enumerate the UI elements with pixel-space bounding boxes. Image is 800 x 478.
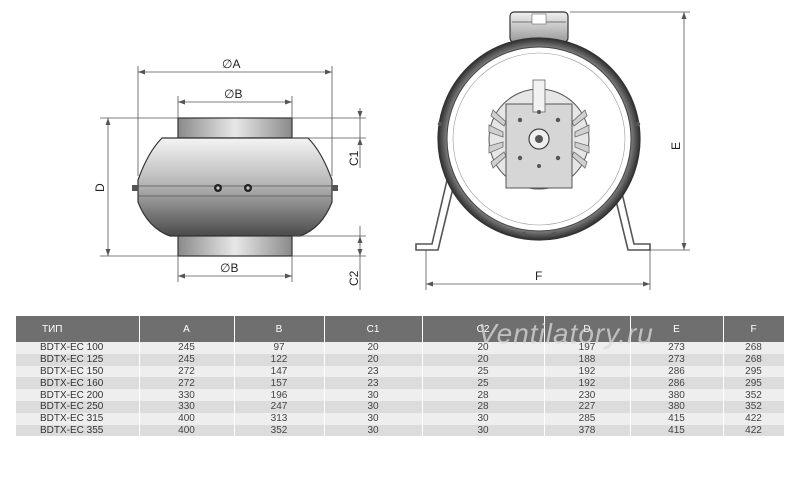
cell-d: 192	[544, 377, 631, 390]
cell-c1: 23	[324, 377, 423, 390]
label-dim-b-top: ∅B	[224, 87, 242, 101]
cell-a: 245	[139, 342, 235, 354]
cell-c2: 25	[422, 377, 545, 390]
cell-type: BDTX-EC 355	[16, 424, 140, 437]
cell-type: BDTX-EC 315	[16, 412, 140, 425]
table-row: BDTX-EC 250 330 247 30 28 227 380 352	[16, 400, 785, 413]
table-row: BDTX-EC 150 272 147 23 25 192 286 295	[16, 365, 785, 378]
cell-b: 247	[234, 400, 325, 413]
cell-e: 273	[630, 353, 724, 366]
cell-c2: 28	[422, 400, 545, 413]
cell-type: BDTX-EC 150	[16, 365, 140, 378]
table-header-row: ТИП A B C1 C2 D E F	[16, 316, 785, 342]
cell-c2: 30	[422, 424, 545, 437]
table-row: BDTX-EC 315 400 313 30 30 285 415 422	[16, 412, 785, 425]
label-dim-d: D	[93, 183, 107, 192]
table-row: BDTX-EC 160 272 157 23 25 192 286 295	[16, 377, 785, 390]
cell-d: 227	[544, 400, 631, 413]
cell-b: 147	[234, 365, 325, 378]
header-type: ТИП	[16, 316, 140, 342]
cell-a: 272	[139, 365, 235, 378]
cell-a: 400	[139, 424, 235, 437]
fan-body	[137, 137, 333, 237]
cell-type: BDTX-EC 160	[16, 377, 140, 390]
cell-a: 400	[139, 412, 235, 425]
cell-b: 352	[234, 424, 325, 437]
cell-f: 422	[723, 424, 785, 437]
side-view: ∅A ∅B C1 D C2 ∅B	[93, 57, 366, 290]
cell-c1: 23	[324, 365, 423, 378]
table-row: BDTX-EC 355 400 352 30 30 378 415 422	[16, 424, 785, 437]
cell-f: 295	[723, 377, 785, 390]
cell-type: BDTX-EC 125	[16, 353, 140, 366]
cell-b: 313	[234, 412, 325, 425]
header-d: D	[544, 316, 631, 342]
cell-f: 268	[723, 342, 785, 354]
cell-c2: 20	[422, 342, 545, 354]
cell-b: 122	[234, 353, 325, 366]
label-dim-a: ∅A	[222, 57, 240, 71]
header-c2: C2	[422, 316, 545, 342]
label-dim-e: E	[669, 142, 683, 150]
label-dim-c2: C2	[347, 270, 361, 286]
cell-b: 196	[234, 389, 325, 401]
cell-b: 97	[234, 342, 325, 354]
table-row: BDTX-EC 125 245 122 20 20 188 273 268	[16, 353, 785, 366]
cell-c2: 20	[422, 353, 545, 366]
front-view: E F	[415, 11, 690, 290]
cell-b: 157	[234, 377, 325, 390]
mounting-bracket	[415, 175, 455, 251]
cell-e: 273	[630, 342, 724, 354]
table-row: BDTX-EC 200 330 196 30 28 230 380 352	[16, 389, 785, 401]
cell-c2: 28	[422, 389, 545, 401]
label-dim-c1: C1	[347, 150, 361, 166]
cell-type: BDTX-EC 200	[16, 389, 140, 401]
cell-d: 230	[544, 389, 631, 401]
specifications-table: ТИП A B C1 C2 D E F BDTX-EC 100 245 97 2…	[16, 316, 785, 437]
cell-c1: 30	[324, 412, 423, 425]
cell-type: BDTX-EC 250	[16, 400, 140, 413]
cell-f: 295	[723, 365, 785, 378]
header-c1: C1	[324, 316, 423, 342]
cell-c1: 30	[324, 389, 423, 401]
cell-a: 245	[139, 353, 235, 366]
label-dim-f: F	[535, 269, 542, 283]
header-f: F	[723, 316, 785, 342]
cell-e: 415	[630, 412, 724, 425]
cell-f: 352	[723, 389, 785, 401]
cell-c1: 20	[324, 353, 423, 366]
label-dim-b-bottom: ∅B	[220, 261, 238, 275]
technical-drawing: ∅A ∅B C1 D C2 ∅B	[93, 11, 690, 290]
cell-c1: 30	[324, 400, 423, 413]
cell-c1: 20	[324, 342, 423, 354]
cell-f: 352	[723, 400, 785, 413]
cell-d: 285	[544, 412, 631, 425]
cell-c2: 30	[422, 412, 545, 425]
cell-a: 330	[139, 389, 235, 401]
cell-e: 415	[630, 424, 724, 437]
cell-e: 286	[630, 377, 724, 390]
header-b: B	[234, 316, 325, 342]
cell-f: 422	[723, 412, 785, 425]
cell-d: 188	[544, 353, 631, 366]
cell-a: 272	[139, 377, 235, 390]
table-row: BDTX-EC 100 245 97 20 20 197 273 268	[16, 342, 785, 354]
top-collar	[177, 117, 293, 139]
cell-e: 380	[630, 400, 724, 413]
cell-a: 330	[139, 400, 235, 413]
cell-c1: 30	[324, 424, 423, 437]
cell-e: 380	[630, 389, 724, 401]
cell-f: 268	[723, 353, 785, 366]
cell-d: 192	[544, 365, 631, 378]
bottom-collar	[177, 235, 293, 257]
cell-d: 378	[544, 424, 631, 437]
cell-d: 197	[544, 342, 631, 354]
header-e: E	[630, 316, 724, 342]
header-a: A	[139, 316, 235, 342]
cell-e: 286	[630, 365, 724, 378]
cell-type: BDTX-EC 100	[16, 342, 140, 354]
cell-c2: 25	[422, 365, 545, 378]
